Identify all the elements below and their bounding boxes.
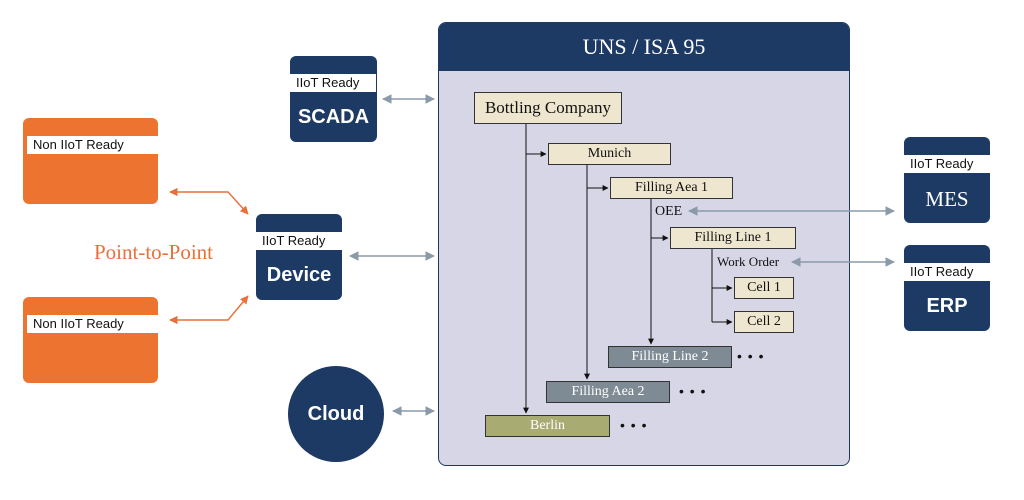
iiot-ready-tag: IIoT Ready (904, 263, 990, 281)
ellipsis-site: • • • (620, 417, 648, 433)
non-iiot-tag: Non IIoT Ready (27, 315, 163, 333)
arrow-p2p-bottom (169, 295, 249, 325)
device-label: Device (266, 264, 332, 286)
node-filling-area-1: Filling Aea 1 (610, 177, 733, 199)
node-filling-line-1: Filling Line 1 (670, 227, 796, 249)
iiot-ready-tag: IIoT Ready (904, 155, 990, 173)
node-berlin: Berlin (485, 415, 610, 437)
non-iiot-node-top: Non IIoT Ready (23, 118, 163, 204)
label-oee: OEE (655, 204, 683, 219)
ellipsis-filling-line: • • • (737, 348, 765, 364)
point-to-point-label: Point-to-Point (94, 240, 214, 264)
erp-node: IIoT Ready ERP (904, 245, 990, 331)
label-work-order: Work Order (717, 254, 780, 269)
node-bottling-company: Bottling Company (474, 92, 622, 124)
scada-label: SCADA (297, 106, 370, 128)
node-cell-1: Cell 1 (734, 277, 794, 299)
arrow-p2p-top (169, 187, 249, 215)
non-iiot-tag: Non IIoT Ready (27, 136, 163, 154)
scada-node: IIoT Ready SCADA (290, 56, 377, 142)
grey-arrows (349, 94, 895, 416)
node-munich: Munich (548, 143, 671, 165)
erp-label: ERP (926, 295, 968, 317)
mes-node: IIoT Ready MES (904, 137, 990, 223)
iiot-ready-tag: IIoT Ready (256, 232, 342, 250)
device-node: IIoT Ready Device (256, 214, 342, 300)
uns-title: UNS / ISA 95 (439, 23, 849, 71)
iiot-ready-tag: IIoT Ready (290, 74, 376, 92)
tree-lines (523, 124, 733, 414)
mes-label: MES (925, 187, 969, 211)
ellipsis-filling-area: • • • (679, 383, 707, 399)
node-cell-2: Cell 2 (734, 311, 794, 333)
node-filling-area-2: Filling Aea 2 (546, 381, 670, 403)
orange-arrows (169, 187, 249, 325)
node-filling-line-2: Filling Line 2 (608, 346, 732, 368)
cloud-node: Cloud (288, 366, 384, 462)
non-iiot-node-bottom: Non IIoT Ready (23, 297, 163, 383)
